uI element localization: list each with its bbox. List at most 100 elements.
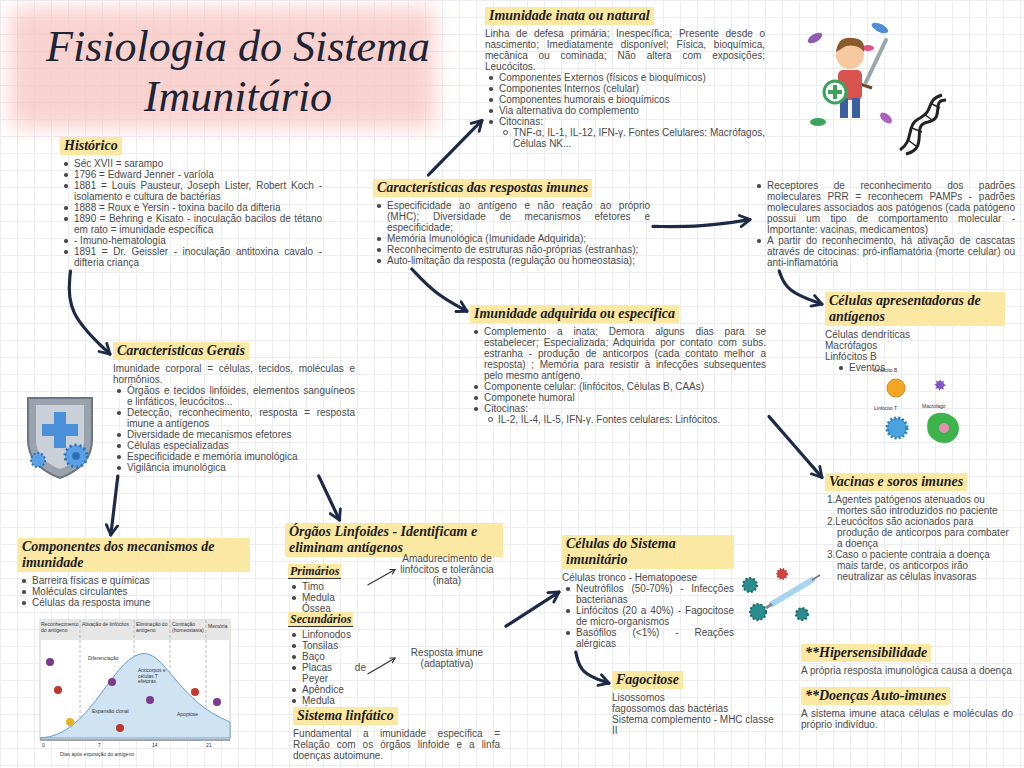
bullet-item: 1881 = Louis Pausteur, Joseph Lister, Ro… <box>60 180 322 202</box>
figure-label: 14 <box>152 743 162 749</box>
hero-illustration-part <box>828 90 842 94</box>
note-section: Células do Sistema imunitárioCélulas tro… <box>562 535 734 649</box>
arrow-connector <box>111 476 118 535</box>
bacteria-syringe-part <box>750 604 766 620</box>
response-graph-part <box>40 620 230 640</box>
response-graph-part <box>108 678 116 686</box>
bullet-item: Barreira físicas e químicas <box>18 575 250 586</box>
bacteria-syringe-part <box>766 604 772 608</box>
section-heading: **Doenças Auto-imunes <box>801 687 950 705</box>
bullet-item: Neutrófilos (50-70%) - Infecções bacteri… <box>562 583 734 605</box>
bullet-item: Componentes Externos (físicos e bioquími… <box>485 72 765 83</box>
bullet-item: Componente celular: (linfócitos, Células… <box>470 381 766 392</box>
cell-pictures-part <box>887 418 907 438</box>
cell-pictures-part <box>936 381 944 389</box>
numbered-item: 3.Caso o paciente contraia a doença mais… <box>825 549 1009 582</box>
shield-icon-part <box>72 452 80 460</box>
bacteria-syringe-part <box>777 569 787 579</box>
sub-bullet-item: IL-2, IL-4, IL-5, IFN-γ. Fontes celulare… <box>470 414 766 425</box>
section-heading: Características das respostas imunes <box>373 179 592 197</box>
section-heading: Células do Sistema imunitário <box>562 535 734 569</box>
bullet-item: Células da resposta imune <box>18 597 250 608</box>
figure-label: 0 <box>42 743 52 749</box>
bullet-item: Auto-limitação da resposta (regulação ou… <box>373 255 650 266</box>
body-text: Fundamental a imunidade específica = Rel… <box>293 728 500 761</box>
section-heading: Órgãos Linfoides - Identificam e elimina… <box>285 523 503 557</box>
body-text: Macrófagos <box>825 340 1005 351</box>
section-heading: Características Gerais <box>113 342 249 360</box>
bullet-item: Componentes Internos (celular) <box>485 83 765 94</box>
note-section: HistóricoSéc XVII = sarampo1796 = Edward… <box>60 136 322 268</box>
bullet-item: 1891 = Dr. Geissler - inoculação antitox… <box>60 246 322 268</box>
bullet-item: Placas de Peyer <box>288 662 366 684</box>
note-section: Imunidade inata ou naturalLinha de defes… <box>485 6 765 149</box>
hero-illustration-part <box>824 81 846 103</box>
response-graph-part <box>40 740 230 741</box>
bullet-item: Complemento a inata; Demora alguns dias … <box>470 326 766 381</box>
arrow-connector <box>506 592 559 626</box>
response-graph-part <box>40 620 230 740</box>
hero-illustration-part <box>866 40 886 82</box>
arrow-connector <box>653 220 750 227</box>
bullet-item: Séc XVII = sarampo <box>60 158 322 169</box>
bullet-item: Citocinas: <box>470 403 766 414</box>
dna-icon-part <box>912 128 922 132</box>
body-text: Células tronco - Hematopoese <box>562 572 734 583</box>
response-graph-part <box>146 696 154 704</box>
bacteria-syringe <box>743 569 820 620</box>
dna-icon-part <box>900 95 942 150</box>
note-section: SecundáriosLinfonodosTonsilasBaçoPlacas … <box>288 609 366 717</box>
note-section: Amadurecimento de linfócitos e tolerânci… <box>397 553 497 586</box>
arrow-connector <box>319 476 340 520</box>
shield-icon-part <box>28 398 92 478</box>
section-heading: Imunidade inata ou natural <box>485 7 654 25</box>
sub-bullet-item: Eventos <box>825 362 1005 373</box>
figure-label: Macrófago <box>922 404 958 410</box>
body-text: Sistema complemento - MHC classe II <box>612 714 777 736</box>
bullet-item: A partir do reconhecimento, há ativação … <box>753 235 1015 268</box>
figure-label: Apoptose <box>177 712 205 718</box>
section-heading: Imunidade adquirida ou específica <box>470 305 679 323</box>
note-section: Vacinas e soros imunes1.Agentes patógeno… <box>825 472 1009 582</box>
section-heading: Sistema linfático <box>293 707 398 725</box>
hero-illustration <box>806 21 894 126</box>
figure-label: Eliminação do antígeno <box>136 622 169 633</box>
dna-icon <box>900 95 946 154</box>
sub-heading: Secundários <box>288 612 353 627</box>
response-graph-part <box>66 718 74 726</box>
bullet-item: 1890 = Behring e Kisato - inoculação bac… <box>60 213 322 235</box>
bullet-item: Linfonodos <box>288 629 366 640</box>
shield-icon-part <box>31 453 45 467</box>
note-section: Características GeraisImunidade corporal… <box>113 341 355 473</box>
response-graph-part <box>116 724 124 732</box>
bullet-item: - Imuno-hematologia <box>60 235 322 246</box>
bullet-item: Especificidade e memória imunológica <box>113 451 355 462</box>
note-section: Imunidade adquirida ou específicaComplem… <box>470 304 766 425</box>
note-section: Células apresentadoras de antígenosCélul… <box>825 292 1005 373</box>
figure-label: Expansão clonal <box>92 709 132 715</box>
note-section: Sistema linfáticoFundamental a imunidade… <box>293 706 500 761</box>
dna-icon-part <box>906 100 946 154</box>
response-graph-part <box>40 654 230 738</box>
shield-icon-part <box>42 424 78 436</box>
bacteria-syringe-part <box>812 575 820 580</box>
body-text: A sistema imune ataca células e molécula… <box>801 708 1013 730</box>
bacteria-syringe-part <box>796 608 808 620</box>
hero-illustration-part <box>870 21 890 36</box>
bacteria-syringe-part <box>772 580 812 604</box>
side-note: Amadurecimento de linfócitos e tolerânci… <box>397 553 497 586</box>
note-section: FagocitoseLisossomosfagossomos das bacté… <box>612 670 777 736</box>
note-section: Órgãos Linfoides - Identificam e elimina… <box>285 523 503 695</box>
arrow-connector <box>368 658 395 674</box>
section-heading: **Hipersensibilidade <box>801 644 931 662</box>
bullet-item: Receptores de reconhecimento dos padrões… <box>753 180 1015 235</box>
note-section: Receptores de reconhecimento dos padrões… <box>753 180 1015 268</box>
bullet-item: Componete humoral <box>470 392 766 403</box>
response-graph-part <box>46 658 54 666</box>
bullet-item: Detecção, reconhecimento, resposta = res… <box>113 407 355 429</box>
hero-illustration-part <box>806 31 824 46</box>
sub-bullet-item: TNF-α, IL-1, IL-12, IFN-γ. Fontes Celula… <box>485 127 765 149</box>
arrow-connector <box>69 271 110 354</box>
section-heading: Histórico <box>60 137 122 155</box>
body-text: Imunidade corporal = células, tecidos, m… <box>113 363 355 385</box>
